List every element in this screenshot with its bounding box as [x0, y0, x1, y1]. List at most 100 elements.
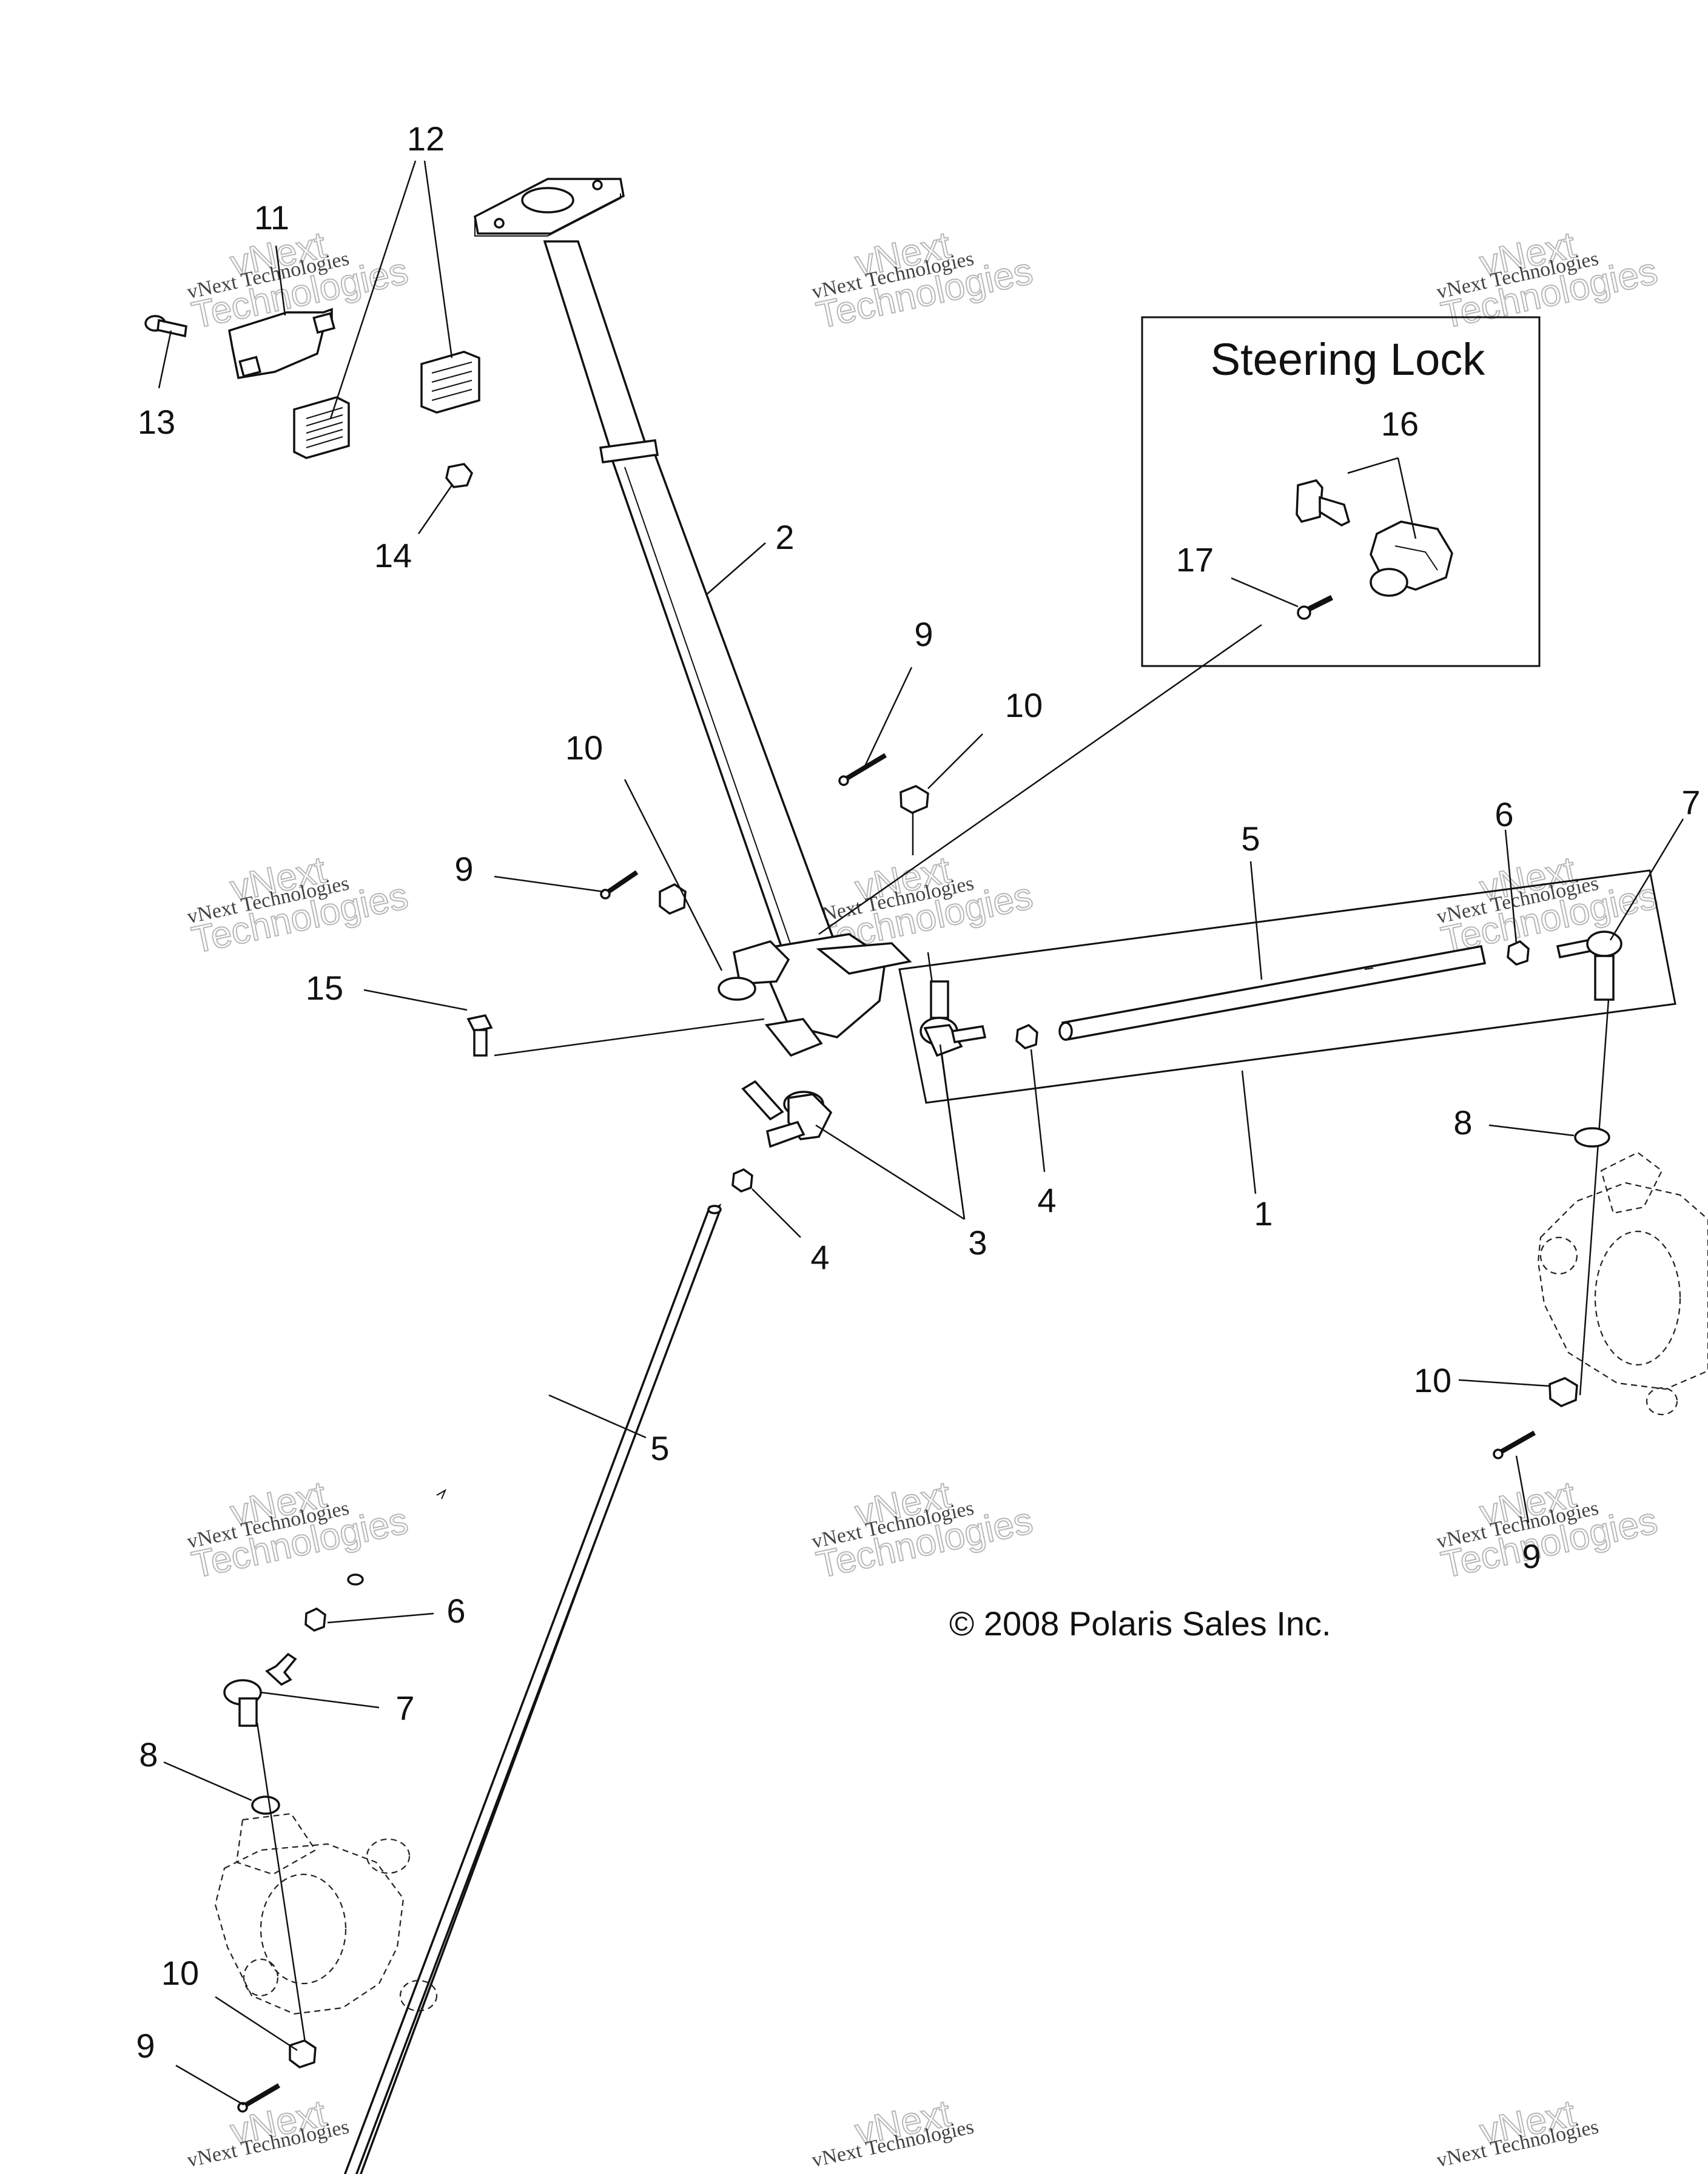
- watermark: vNext Technologies vNext Technologies: [810, 1473, 1037, 1587]
- copyright-notice: © 2008 Polaris Sales Inc.: [949, 1604, 1331, 1643]
- watermark: vNext Technologies vNext Technologies: [1434, 849, 1661, 963]
- cotter-pin-left: [600, 870, 639, 900]
- callout-9-right: 9: [1522, 1537, 1541, 1575]
- leader-13: [158, 330, 172, 389]
- steering-lock-frame: [1141, 316, 1541, 667]
- callout-6-right: 6: [1494, 795, 1513, 833]
- leader-9-left: [494, 875, 604, 893]
- leader-7-left: [260, 1691, 380, 1709]
- callout-4-right: 4: [1037, 1181, 1056, 1219]
- leader-7-right: [1609, 818, 1684, 941]
- watermark: vNext Technologies vNext Technologies: [185, 849, 412, 963]
- axis-left-spindle: [256, 1722, 308, 2051]
- castle-nut-left: [659, 883, 687, 915]
- watermark: vNext Technologies vNext Technologies: [1434, 1473, 1661, 1587]
- leader-15: [363, 989, 468, 1011]
- outer-tie-rod-end-left: [223, 1652, 297, 1727]
- leader-9-left-bottom: [175, 2064, 244, 2106]
- castle-nut-left-bottom: [289, 2039, 317, 2068]
- leader-12a: [329, 160, 417, 419]
- leader-9-right: [1515, 1455, 1530, 1523]
- callout-6-left: 6: [446, 1592, 465, 1630]
- jam-nut-right-outer: [1507, 940, 1530, 966]
- callout-17: 17: [1176, 540, 1214, 579]
- callout-9-top: 9: [914, 615, 933, 653]
- tie-rod-left: [343, 1203, 722, 2174]
- leader-10-right: [1458, 1379, 1550, 1387]
- callout-15: 15: [306, 969, 343, 1007]
- callout-10-left-bottom: 10: [161, 1954, 199, 1992]
- washer-left: [251, 1795, 280, 1815]
- leader-3c: [939, 1044, 966, 1220]
- jam-nut-left: [304, 1607, 326, 1632]
- leader-14: [417, 485, 453, 534]
- lock-cylinder: [1370, 520, 1453, 597]
- cotter-pin-right: [1493, 1430, 1536, 1459]
- lock-key: [1296, 479, 1351, 527]
- leader-11: [275, 245, 286, 316]
- spindle-knuckle-right: [1537, 1151, 1708, 1416]
- callout-9-left-bottom: 9: [136, 2027, 155, 2065]
- steering-lock-title: Steering Lock: [1211, 334, 1485, 385]
- leader-8-right: [1488, 1124, 1575, 1137]
- leader-5-left: [548, 1394, 647, 1439]
- watermark-layer: vNext Technologies vNext Technologies vN…: [185, 224, 1661, 2172]
- column-bushing-right: [420, 351, 480, 414]
- callout-10-top: 10: [1005, 686, 1043, 724]
- callout-4-center: 4: [810, 1238, 829, 1276]
- leader-1: [1241, 1070, 1257, 1194]
- tie-rod-assembly-frame: [898, 869, 1676, 1104]
- steering-column: [474, 178, 912, 1057]
- watermark: vNext vNext Technologies: [1434, 2092, 1601, 2172]
- leader-8-left: [163, 1761, 252, 1802]
- leader-3a: [815, 1124, 965, 1220]
- watermark: vNext Technologies vNext Technologies: [185, 1473, 412, 1587]
- steering-lock-inset: Steering Lock: [1141, 316, 1541, 667]
- callout-13: 13: [138, 403, 175, 441]
- callout-2: 2: [775, 518, 794, 556]
- callout-10-left: 10: [565, 729, 603, 767]
- bolt-15: [466, 1014, 493, 1057]
- callout-11: 11: [254, 198, 289, 237]
- inner-tie-rod-end-right: [920, 980, 987, 1057]
- bolt-13: [144, 315, 187, 338]
- callout-14: 14: [374, 536, 412, 574]
- column-clamp: [228, 308, 336, 380]
- watermark: vNext vNext Technologies: [185, 2092, 351, 2172]
- callout-8-left: 8: [139, 1735, 158, 1774]
- callout-12: 12: [407, 119, 445, 158]
- column-bushing-left: [293, 396, 350, 459]
- leader-9-top: [863, 667, 913, 768]
- leader-4-right: [1030, 1049, 1046, 1173]
- outer-tie-rod-end-right: [1556, 931, 1622, 1001]
- callout-9-left: 9: [454, 850, 473, 888]
- watermark: vNext vNext Technologies: [810, 2092, 976, 2172]
- jam-nut-right: [1015, 1023, 1038, 1049]
- tie-rod-right: [1058, 944, 1487, 1042]
- leader-5-right: [1249, 861, 1263, 980]
- callout-8-right: 8: [1453, 1103, 1472, 1142]
- nut-14: [445, 463, 474, 488]
- leader-15-line: [494, 1018, 765, 1057]
- callout-1: 1: [1254, 1194, 1273, 1233]
- washer-right: [1574, 1127, 1610, 1148]
- leader-2: [706, 542, 766, 595]
- callout-3: 3: [968, 1223, 987, 1262]
- lock-to-column-line: [818, 624, 1262, 935]
- callout-7-left: 7: [395, 1689, 414, 1727]
- leader-12b: [423, 160, 453, 358]
- cotter-pin-top: [838, 753, 887, 786]
- spindle-knuckle-left: [214, 1812, 438, 2015]
- leader-6-right: [1504, 829, 1518, 944]
- callout-5-left: 5: [650, 1429, 669, 1467]
- lock-screw: [1297, 594, 1334, 620]
- jam-nut-center: [731, 1168, 753, 1193]
- callout-16: 16: [1381, 405, 1419, 443]
- castle-nut-right: [1548, 1377, 1578, 1407]
- castle-nut-top: [899, 785, 929, 814]
- callout-labels: 12 11 13 14 2 16 17 9 10 10 9 15 5 6 7 8…: [136, 119, 1700, 2065]
- center-tie-rod-end: [741, 1080, 833, 1148]
- watermark: vNext Technologies vNext Technologies: [810, 224, 1037, 338]
- callout-7-right: 7: [1681, 783, 1700, 821]
